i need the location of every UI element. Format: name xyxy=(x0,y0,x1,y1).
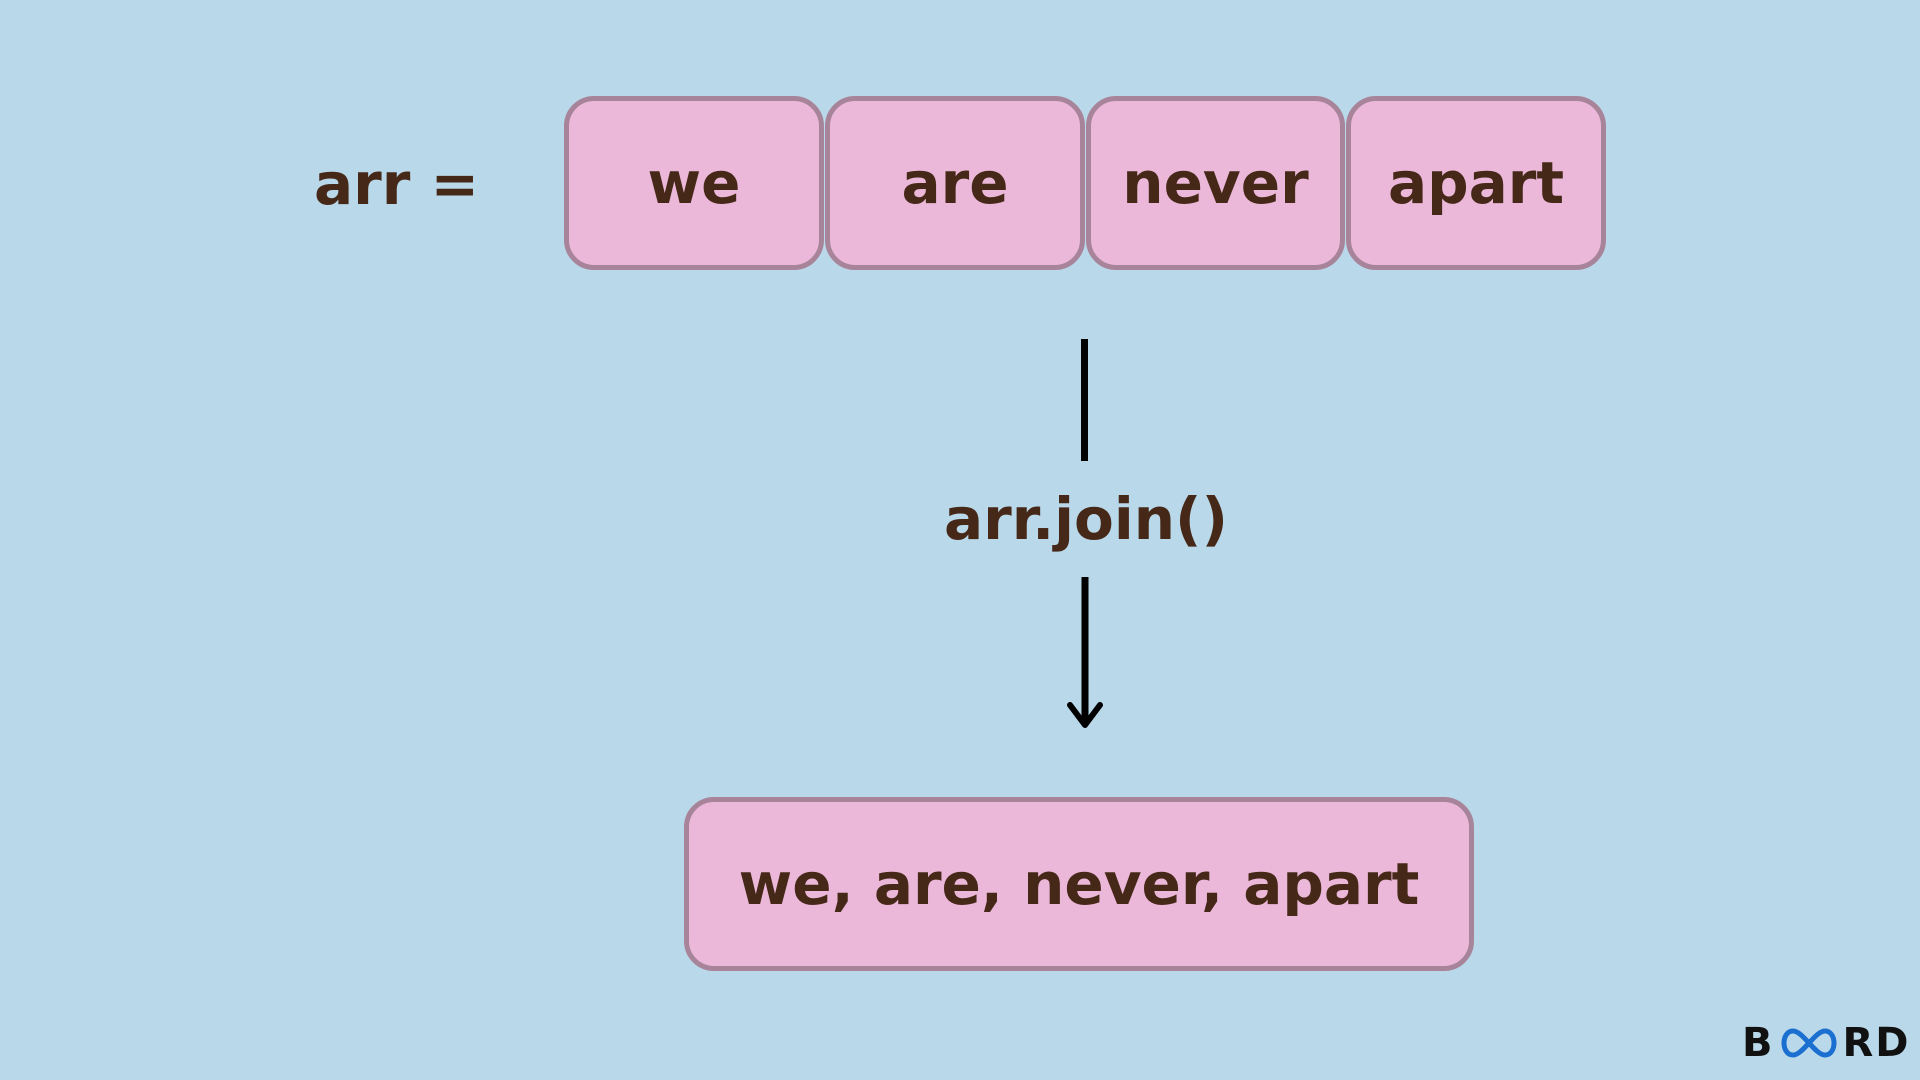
arrow-down-icon xyxy=(1067,577,1103,728)
array-item-box: are xyxy=(825,96,1085,270)
array-item-box: never xyxy=(1086,96,1345,270)
method-label: arr.join() xyxy=(944,485,1229,553)
array-item-box: apart xyxy=(1346,96,1606,270)
result-box: we, are, never, apart xyxy=(684,797,1474,971)
connector-line xyxy=(1081,339,1088,461)
board-logo: B RD xyxy=(1742,1020,1911,1066)
infinity-icon xyxy=(1781,1028,1836,1058)
logo-letters-rd: RD xyxy=(1842,1020,1911,1066)
array-item-text: apart xyxy=(1387,149,1565,217)
array-item-box: we xyxy=(564,96,824,270)
array-label: arr = xyxy=(314,150,480,218)
logo-letter-b: B xyxy=(1742,1020,1775,1066)
array-item-text: are xyxy=(901,149,1009,217)
array-item-text: never xyxy=(1122,149,1309,217)
array-item-text: we xyxy=(647,149,741,217)
result-text: we, are, never, apart xyxy=(738,850,1420,918)
